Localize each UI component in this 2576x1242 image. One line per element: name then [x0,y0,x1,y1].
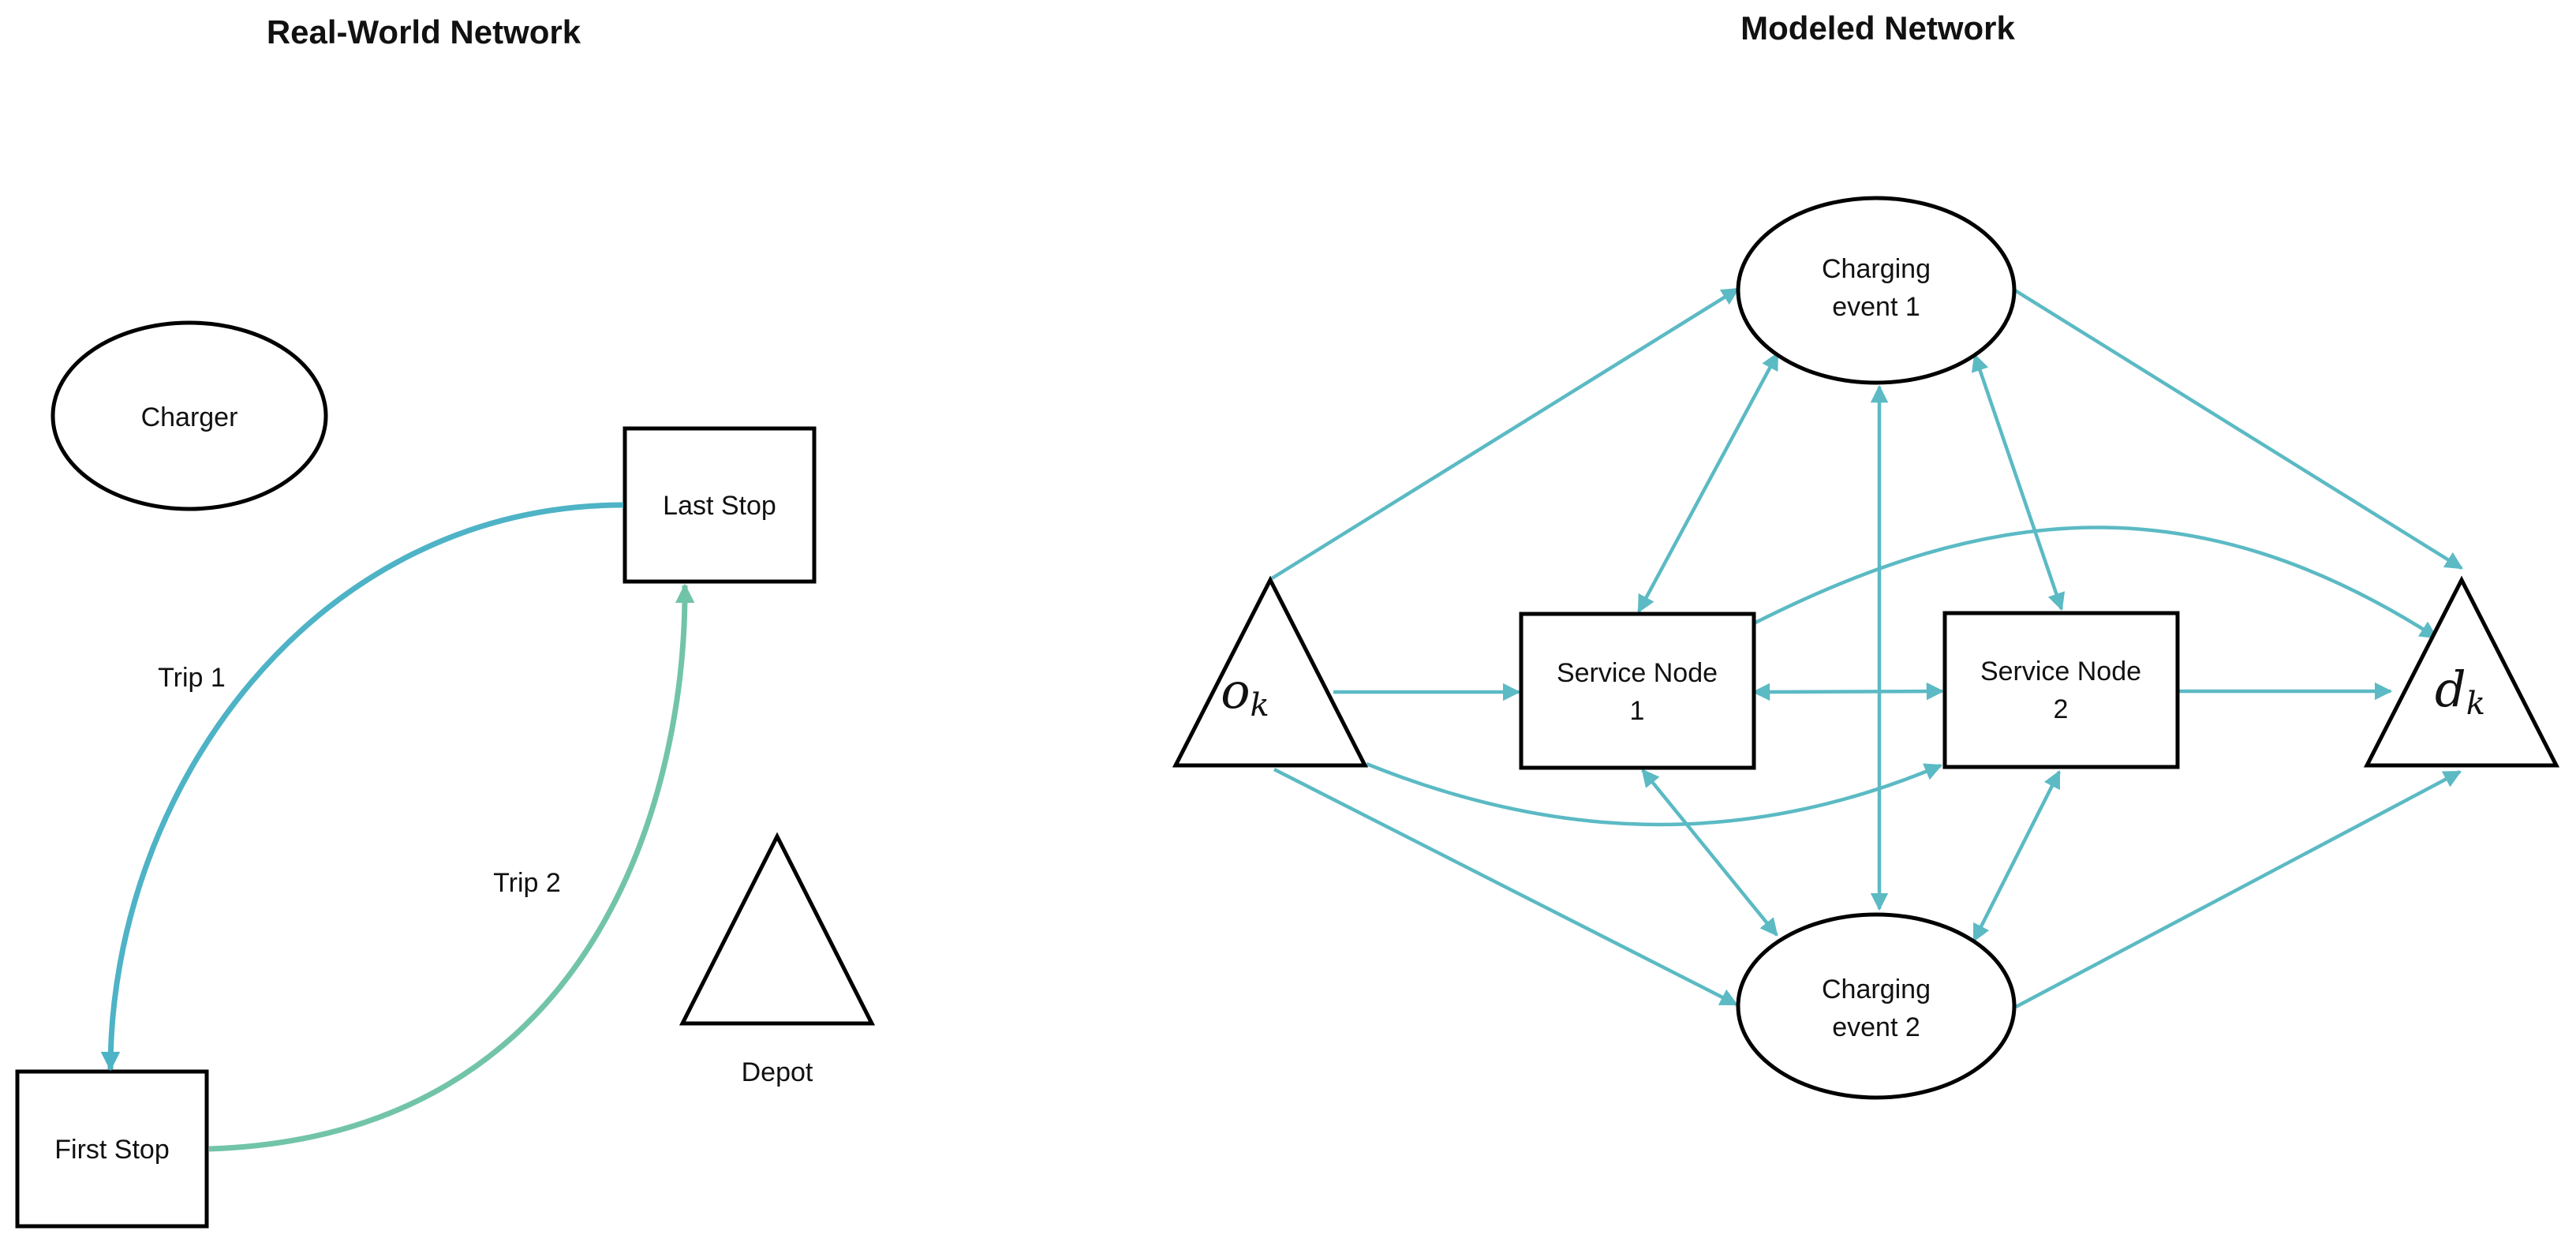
modeled-edges [1270,287,2463,1008]
edge-charging-1-service-2 [1971,353,2066,612]
first-stop-box [15,1069,209,1229]
service-node-1: Service Node 1 [1519,612,1756,770]
destination-node: dk [2363,575,2560,768]
charging-event-2-line-2: event 2 [1832,1012,1920,1042]
destination-label-base: d [2435,660,2466,718]
service-node-1-line-1: Service Node [1557,658,1718,688]
origin-label-sub: k [1251,687,1269,724]
modeled-network-panel: Modeled Network [1172,9,2560,1100]
depot-label: Depot [742,1057,813,1087]
trip-1-edge [100,502,624,1072]
origin-triangle [1172,575,1369,768]
charger-node: Charger [50,320,328,511]
trip-1-label: Trip 1 [158,663,226,693]
edge-service-1-to-dk [1752,526,2438,639]
service-node-1-box [1519,612,1756,770]
origin-label-base: o [1221,662,1250,720]
edge-ok-to-charging-1 [1270,287,1740,580]
edge-charging-2-service-2 [1972,769,2062,943]
charging-event-2-ellipse [1736,912,2017,1100]
charging-event-1-node: Charging event 1 [1736,196,2017,385]
edge-charging-1-to-dk [2013,289,2463,570]
trip-2-edge [208,583,695,1152]
service-node-2-line-2: 2 [2054,694,2069,724]
service-node-2-line-1: Service Node [1980,657,2141,686]
service-node-2: Service Node 2 [1942,611,2180,769]
trip-2-label: Trip 2 [493,868,561,898]
first-stop-label: First Stop [54,1135,169,1165]
last-stop-label: Last Stop [663,491,776,521]
last-stop-box [623,426,817,584]
edge-ok-to-charging-2 [1273,767,1739,1007]
charging-event-2-line-1: Charging [1822,975,1931,1004]
service-node-2-box [1942,611,2180,769]
first-stop-node: First Stop [15,1069,209,1229]
destination-label: dk [2435,660,2485,722]
edge-charging-2-to-dk [2014,770,2462,1008]
service-node-1-line-2: 1 [1630,696,1645,726]
charging-event-1-line-2: event 1 [1832,292,1920,322]
real-world-network-panel: Real-World Network Charger Last Stop Fir… [15,13,876,1229]
edge-service-1-service-2 [1752,682,1945,701]
destination-label-sub: k [2466,686,2485,722]
charger-ellipse [50,320,328,511]
origin-label: ok [1221,662,1269,724]
edge-ok-to-service-2 [1366,761,1943,827]
charging-event-2-node: Charging event 2 [1736,912,2017,1100]
charger-label: Charger [141,402,238,432]
charging-event-1-line-1: Charging [1822,254,1931,284]
destination-triangle [2363,575,2560,768]
edge-service-1-charging-1 [1637,352,1779,613]
modeled-network-title: Modeled Network [1740,9,2015,47]
origin-node: ok [1172,575,1369,768]
charging-event-1-ellipse [1736,196,2017,385]
real-world-network-title: Real-World Network [267,13,581,51]
edge-service-1-charging-2 [1641,769,1778,937]
depot-triangle [679,832,876,1026]
depot-node: Depot [679,832,876,1087]
last-stop-node: Last Stop [623,426,817,584]
